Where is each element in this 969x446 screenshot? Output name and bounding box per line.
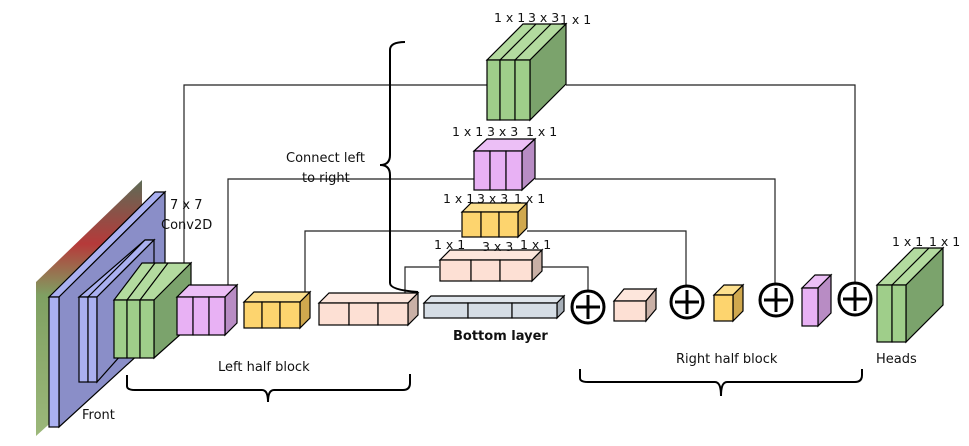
bottom-layer-block [422, 294, 566, 320]
bottom-layer-label: Bottom layer [453, 329, 548, 344]
violet-kernel-2: 3 x 3 [487, 124, 518, 139]
connect-label-2: to right [302, 171, 350, 186]
conv-label-size: 7 x 7 [170, 198, 203, 213]
violet-kernel-3: 1 x 1 [526, 124, 557, 139]
right-half-label: Right half block [676, 352, 778, 367]
skip-connection-lines [183, 84, 856, 295]
left-peach-block [317, 291, 420, 327]
front-label: Front [82, 408, 115, 423]
peach-kernel-2: 3 x 3 [482, 239, 513, 254]
left-half-brace [126, 374, 411, 403]
left-violet-block [175, 283, 239, 337]
yellow-kernel-1: 1 x 1 [443, 191, 474, 206]
mid-green-block [485, 22, 568, 122]
violet-kernel-1: 1 x 1 [452, 124, 483, 139]
left-yellow-block [242, 290, 312, 330]
skip-line-green-right [566, 84, 856, 295]
skip-line-violet-right [535, 178, 776, 290]
connect-label-1: Connect left [286, 151, 365, 166]
mid-violet-block [472, 137, 537, 192]
connect-brace [379, 41, 419, 293]
skip-line-peach [404, 266, 439, 293]
yellow-kernel-3: 1 x 1 [514, 191, 545, 206]
mid-yellow-block [460, 201, 529, 239]
skip-line-yellow [304, 230, 461, 293]
skip-line-yellow-right [527, 230, 687, 290]
green-kernel-1: 1 x 1 [494, 10, 525, 25]
left-green-block [112, 261, 193, 360]
conv-label-type: Conv2D [161, 218, 212, 233]
add-op-3 [758, 282, 794, 318]
mid-peach-block [438, 248, 544, 283]
add-op-4 [837, 281, 873, 317]
heads-kernel-2: 1 x 1 [929, 234, 960, 249]
green-kernel-2: 3 x 3 [528, 10, 559, 25]
right-violet-block [800, 273, 833, 328]
heads-block [875, 246, 945, 344]
heads-kernel-1: 1 x 1 [892, 234, 923, 249]
right-yellow-block [712, 283, 745, 323]
add-op-2 [669, 284, 705, 320]
right-half-brace [579, 369, 863, 397]
peach-kernel-1: 1 x 1 [434, 237, 465, 252]
green-kernel-3: 1 x 1 [560, 12, 591, 27]
add-op-1 [570, 289, 606, 325]
right-peach-block [612, 287, 658, 323]
skip-line-green [183, 84, 487, 268]
yellow-kernel-2: 3 x 3 [477, 191, 508, 206]
left-half-label: Left half block [218, 360, 310, 375]
skip-line-violet [227, 178, 474, 290]
peach-kernel-3: 1 x 1 [520, 237, 551, 252]
skip-line-peach-right [540, 266, 589, 290]
heads-label: Heads [876, 352, 917, 367]
